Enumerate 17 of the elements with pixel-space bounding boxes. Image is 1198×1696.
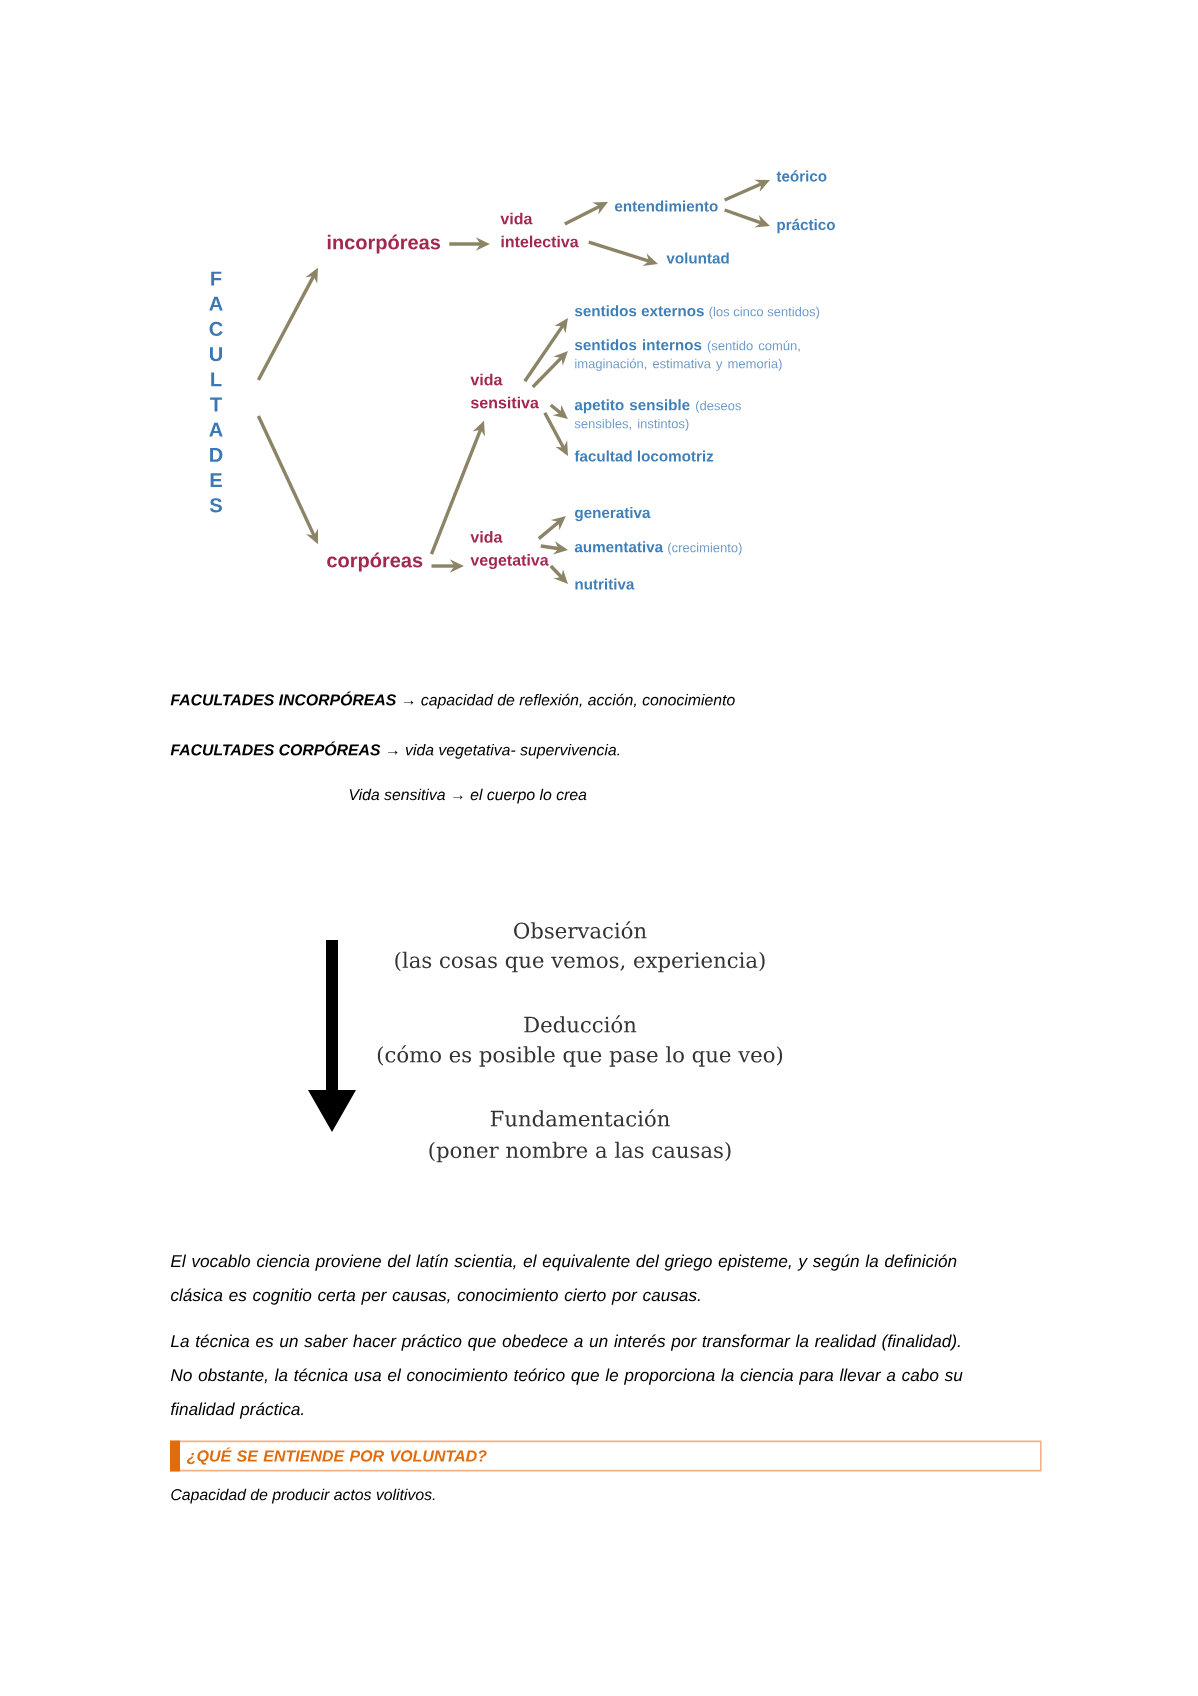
step-title: Fundamentación	[490, 1109, 670, 1127]
step-title: Observación	[514, 921, 647, 939]
step-description: (las cosas que vemos, experiencia)	[395, 951, 765, 973]
arrow	[549, 564, 568, 584]
paragraph: La técnica es un saber hacer práctico que obedece a un interés por transformar la realidad (finalidad). No obstante, la técnica usa el conocimiento teórico que le proporciona la ciencia para llevar a cabo su finalidad práctica.	[170, 1334, 963, 1419]
step-title: Deducción	[524, 1015, 637, 1033]
step-description: (cómo es posible que pase lo que veo)	[377, 1045, 783, 1067]
step-description: (poner nombre a las causas)	[429, 1141, 731, 1163]
category-label: vida intelectiva	[500, 212, 579, 248]
section-heading: ¿QUÉ SE ENTIENDE POR VOLUNTAD?	[170, 1440, 1042, 1472]
paragraph: El vocablo ciencia proviene del latín scientia, el equivalente del griego episteme, y según la definición clásica es cognitio certa per causas, conocimiento cierto por causas.	[170, 1254, 957, 1305]
category-label: incorpóreas	[327, 234, 441, 254]
arrow	[531, 351, 568, 389]
category-label: vida vegetativa	[470, 531, 549, 569]
vertical-title: FACULTADES	[209, 271, 223, 513]
category-label: corpóreas	[327, 552, 423, 572]
category-label: vida sensitiva	[470, 373, 539, 409]
